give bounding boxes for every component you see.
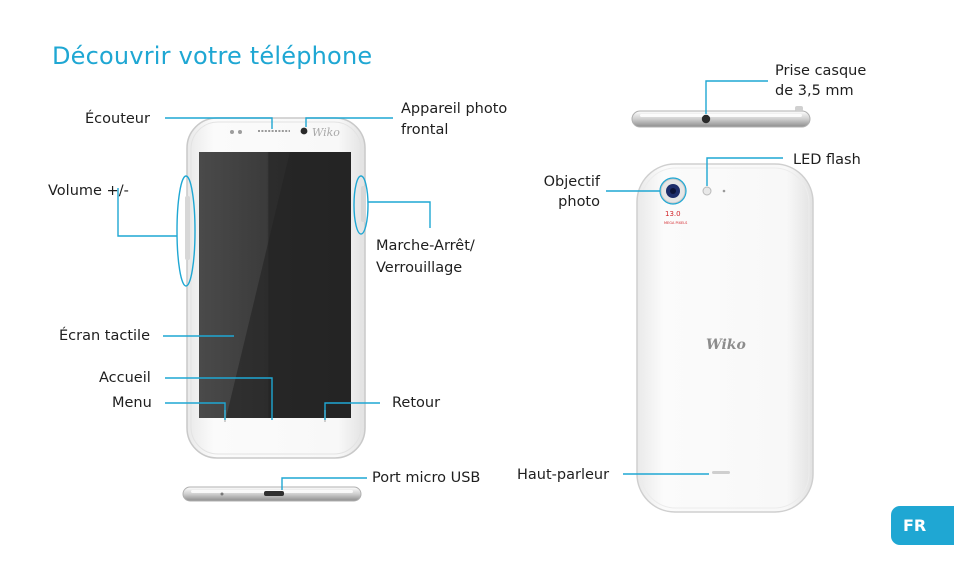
label-accueil: Accueil — [99, 370, 151, 386]
page-title: Découvrir votre téléphone — [52, 42, 373, 70]
label-marche-arret-line1: Marche-Arrêt/ — [376, 238, 475, 254]
headphone-jack-icon — [701, 114, 711, 124]
front-phone: Wiko — [176, 117, 369, 459]
top-edge — [631, 106, 811, 128]
front-camera-icon — [300, 127, 308, 135]
label-volume: Volume +/- — [48, 183, 129, 199]
label-objectif-photo-line2: photo — [558, 194, 600, 210]
label-marche-arret-line2: Verrouillage — [376, 260, 463, 276]
label-led-flash: LED flash — [793, 152, 861, 168]
label-retour: Retour — [392, 395, 441, 411]
camera-badge: 13.0 — [665, 210, 681, 218]
speaker-grille-icon — [712, 471, 730, 474]
front-logo: Wiko — [312, 126, 340, 139]
leader-lines — [117, 80, 783, 490]
label-ecouteur: Écouteur — [85, 111, 150, 127]
label-appareil-photo-frontal-line1: Appareil photo — [401, 101, 508, 117]
label-menu: Menu — [112, 395, 152, 411]
label-ecran-tactile: Écran tactile — [59, 328, 150, 344]
usb-port-icon — [264, 491, 284, 496]
label-port-micro-usb: Port micro USB — [372, 470, 481, 486]
label-haut-parleur: Haut-parleur — [517, 467, 610, 483]
bottom-edge — [182, 486, 362, 502]
label-appareil-photo-frontal-line2: frontal — [401, 122, 449, 138]
power-button — [361, 186, 366, 222]
svg-text:MEGA PIXELS: MEGA PIXELS — [664, 221, 688, 225]
led-flash-icon — [702, 186, 712, 196]
back-phone: 13.0 MEGA PIXELS Wiko — [636, 163, 814, 513]
label-objectif-photo-line1: Objectif — [543, 174, 600, 190]
language-badge: FR — [891, 506, 954, 545]
label-prise-casque-line1: Prise casque — [775, 63, 867, 79]
volume-rocker — [185, 196, 190, 260]
back-logo: Wiko — [706, 337, 746, 353]
label-prise-casque-line2: de 3,5 mm — [775, 83, 854, 99]
